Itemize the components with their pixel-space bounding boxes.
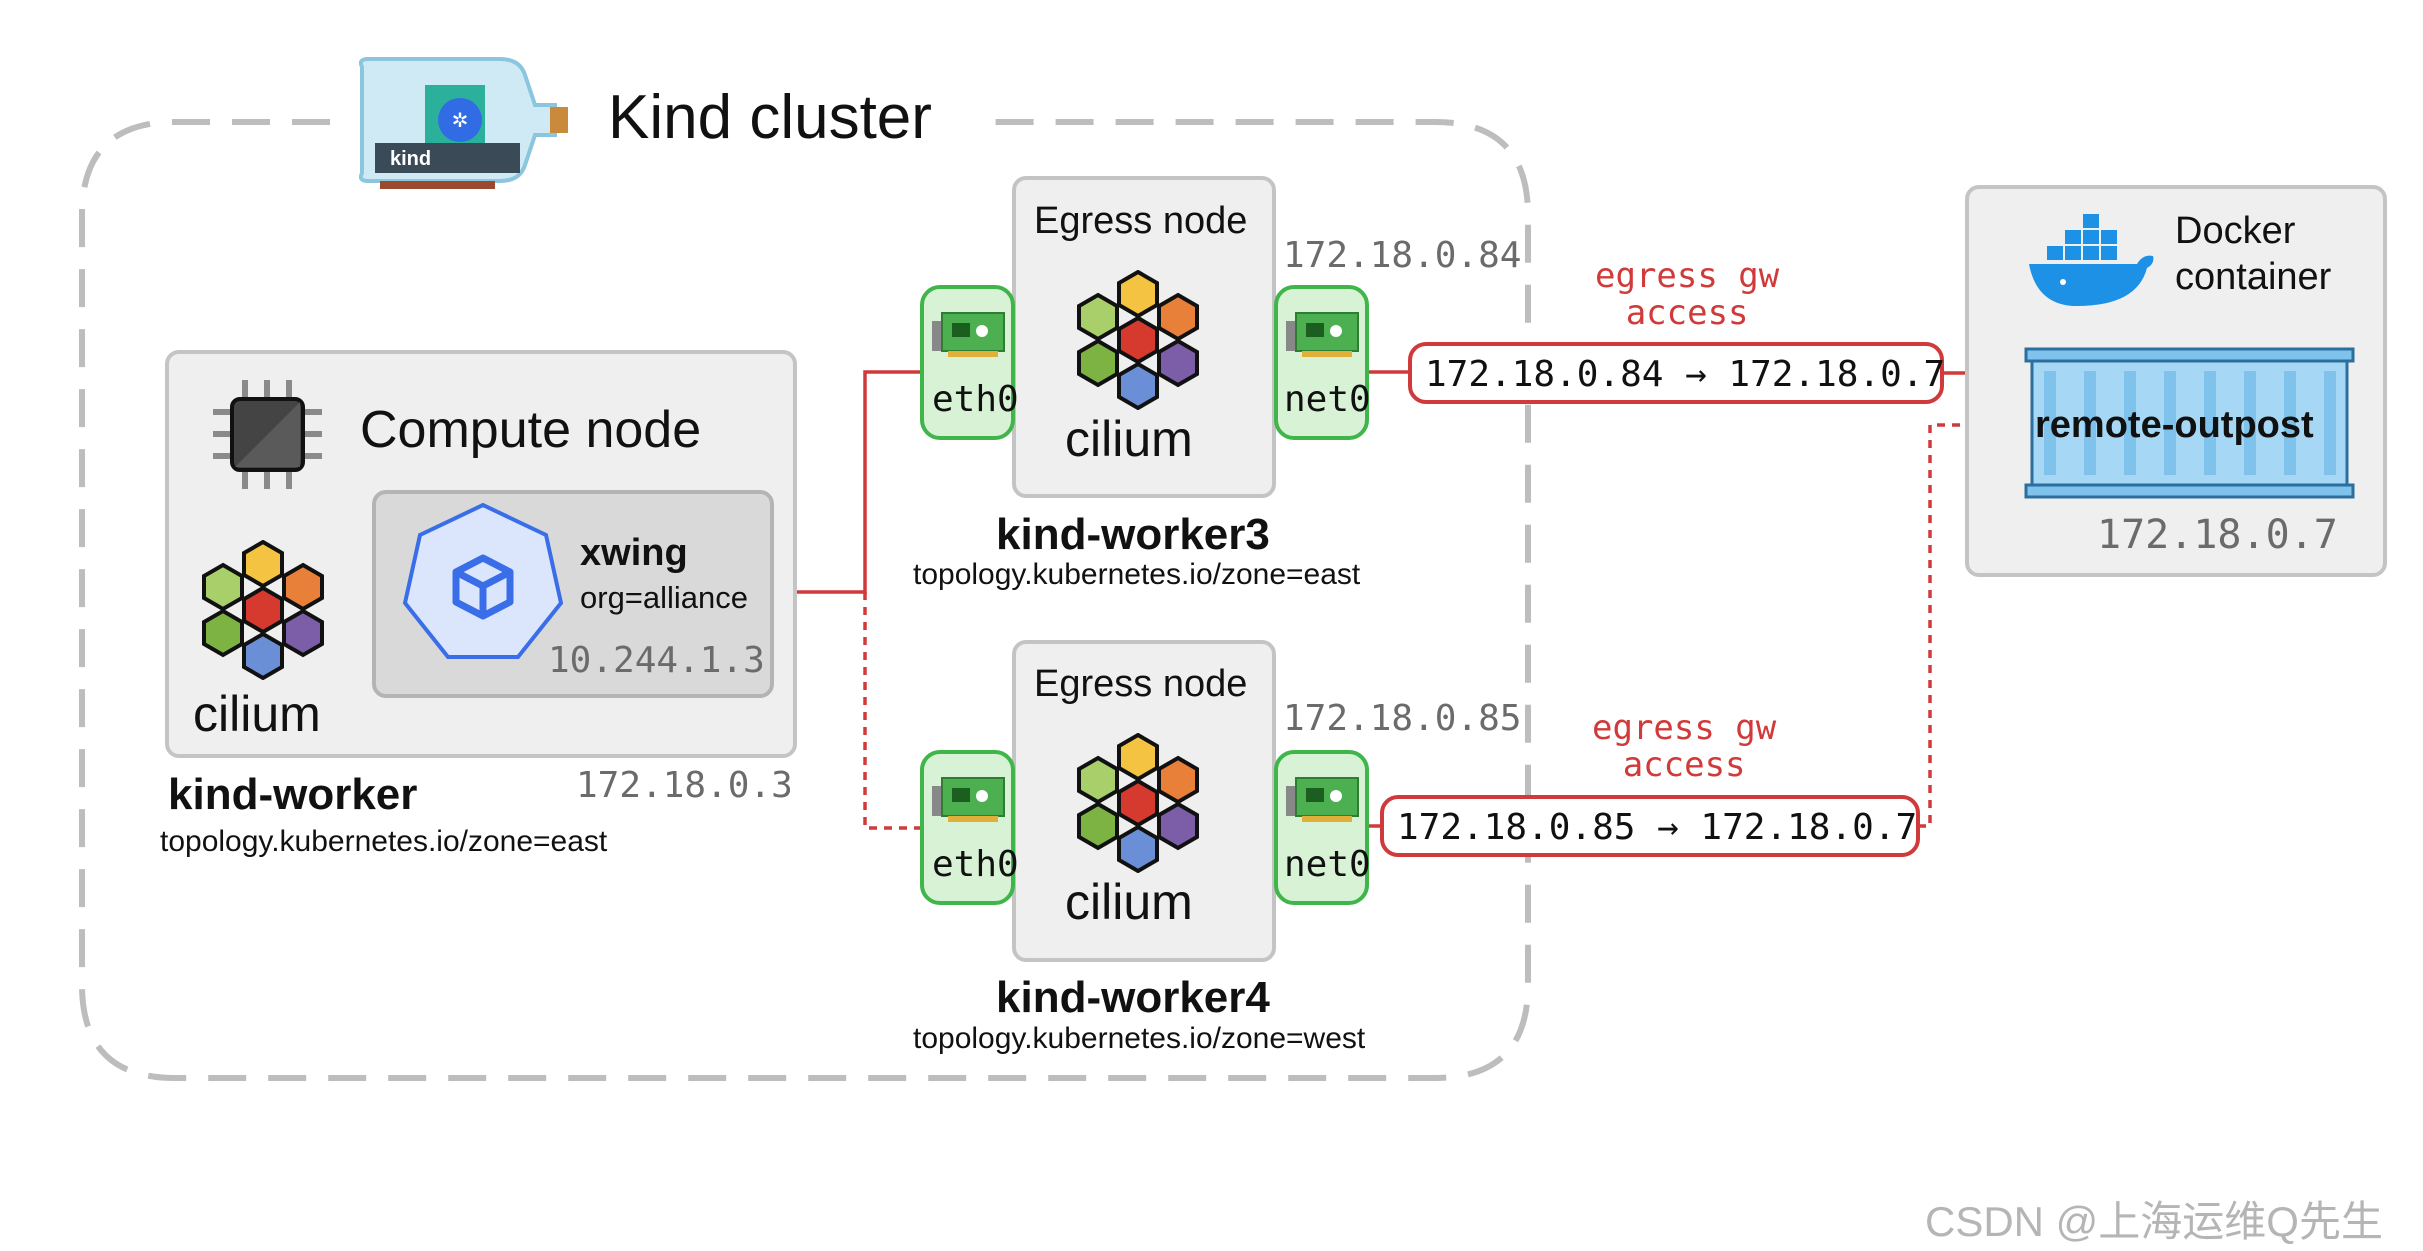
egress-node-worker4-ip: 172.18.0.85 (1283, 698, 1522, 739)
compute-node-title: Compute node (360, 401, 702, 459)
egress-node-worker3-zone: topology.kubernetes.io/zone=east (913, 558, 1361, 591)
route-worker4-label: egress gw access (1592, 708, 1777, 785)
link-pod-to-worker4 (863, 592, 920, 830)
compute-cilium-label: cilium (193, 686, 321, 742)
nic-eth0-worker3: eth0 (920, 285, 1019, 440)
cluster-boundary (79, 119, 1531, 1081)
compute-node-name: kind-worker (168, 770, 418, 819)
shipping-container-icon (2022, 345, 2357, 503)
egress-node-worker3-cilium: cilium (1065, 411, 1193, 467)
kind-bottle-icon: ✲ kind (358, 57, 568, 189)
cilium-logo-icon (1073, 270, 1203, 410)
watermark: CSDN @上海运维Q先生 (1925, 1198, 2383, 1245)
eth0-label: eth0 (932, 379, 1019, 420)
network-card-icon (932, 312, 1005, 357)
eth0-label: eth0 (932, 844, 1019, 885)
pod-heptagon-icon (398, 500, 568, 670)
network-card-icon (1286, 777, 1359, 822)
route-worker3-text: 172.18.0.84 → 172.18.0.7 (1425, 354, 1946, 395)
egress-node-worker4-zone: topology.kubernetes.io/zone=west (913, 1022, 1366, 1055)
kind-logo: ✲ kind (350, 55, 575, 190)
docker-title-line1: Docker (2175, 210, 2296, 252)
compute-node-zone: topology.kubernetes.io/zone=east (160, 825, 608, 858)
pod-label: org=alliance (580, 580, 749, 615)
route-worker3-box: 172.18.0.84 → 172.18.0.7 (1408, 342, 1946, 404)
container-name: remote-outpost (2035, 404, 2314, 446)
pod-ip: 10.244.1.3 (548, 640, 765, 681)
cilium-logo-icon (1073, 733, 1203, 873)
egress-node-worker4-name: kind-worker4 (996, 973, 1270, 1022)
link-pod-to-worker3 (772, 370, 920, 594)
route-worker4-box: 172.18.0.85 → 172.18.0.7 (1380, 795, 1920, 857)
egress-node-worker4-cilium: cilium (1065, 874, 1193, 930)
cilium-logo-icon (198, 540, 328, 680)
compute-node-ip: 172.18.0.3 (576, 765, 793, 806)
docker-title-line2: container (2175, 256, 2332, 298)
cpu-chip-icon (205, 372, 330, 497)
net0-label: net0 (1284, 844, 1371, 885)
container-ip: 172.18.0.7 (2097, 512, 2338, 558)
route-worker4-text: 172.18.0.85 → 172.18.0.7 (1397, 807, 1918, 848)
cluster-title: Kind cluster (608, 83, 932, 152)
svg-text:kind: kind (390, 148, 431, 170)
nic-eth0-worker4: eth0 (920, 750, 1019, 905)
egress-node-worker3-name: kind-worker3 (996, 510, 1270, 559)
pod-name: xwing (580, 532, 688, 574)
egress-node-worker3-ip: 172.18.0.84 (1283, 235, 1522, 276)
nic-net0-worker3: net0 (1274, 285, 1371, 440)
route-arrow-worker4 (1918, 420, 2024, 828)
docker-whale-icon (2025, 210, 2160, 310)
network-card-icon (932, 777, 1005, 822)
egress-node-worker3-title: Egress node (1034, 200, 1248, 242)
egress-node-worker4-title: Egress node (1034, 663, 1248, 705)
net0-label: net0 (1284, 379, 1371, 420)
network-card-icon (1286, 312, 1359, 357)
svg-text:✲: ✲ (452, 108, 469, 132)
nic-net0-worker4: net0 (1274, 750, 1371, 905)
route-worker3-label: egress gw access (1595, 256, 1780, 333)
